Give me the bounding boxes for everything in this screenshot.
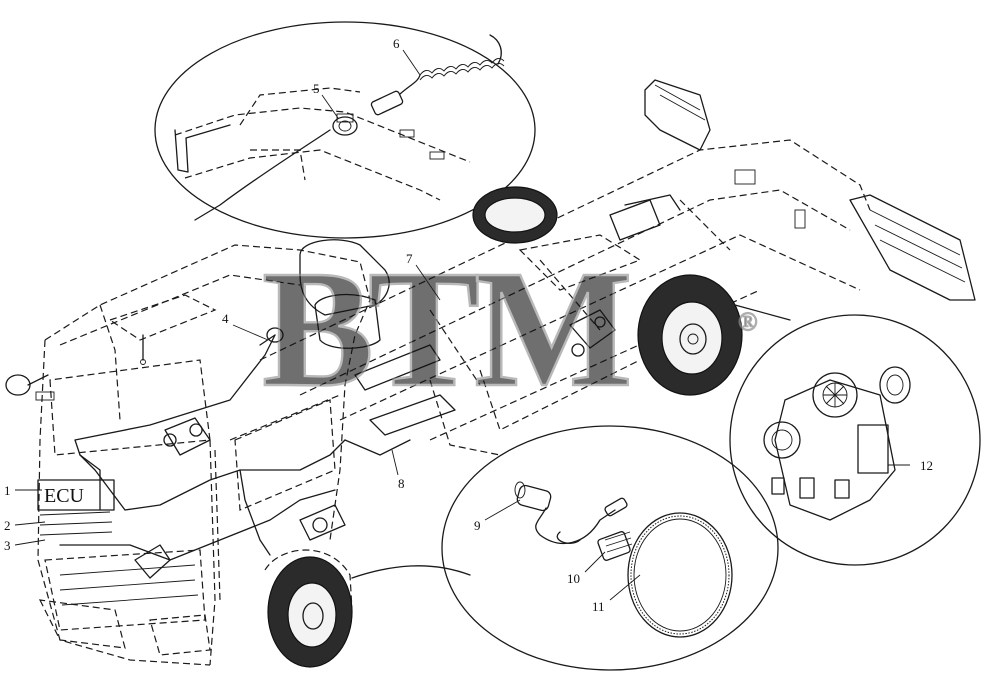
callout-10: 10 bbox=[567, 571, 580, 586]
callout-labels: 1 2 3 4 5 6 7 8 9 10 11 12 bbox=[4, 36, 933, 614]
callout-2: 2 bbox=[4, 518, 11, 533]
leader-lines bbox=[14, 49, 910, 601]
btm-watermark: BTM ® bbox=[261, 235, 759, 423]
lower-detail-ellipse bbox=[351, 425, 779, 671]
callout-8: 8 bbox=[398, 476, 405, 491]
callout-9: 9 bbox=[474, 518, 481, 533]
callout-1: 1 bbox=[4, 483, 11, 498]
sensor-connector-5 bbox=[332, 113, 358, 136]
right-detail-circle bbox=[729, 304, 981, 566]
callout-12: 12 bbox=[920, 458, 933, 473]
tone-ring-11 bbox=[627, 512, 733, 638]
watermark-text: BTM bbox=[262, 236, 628, 422]
ecu-label: ECU bbox=[44, 485, 85, 507]
truck-cab bbox=[5, 244, 371, 666]
wiring-harness bbox=[59, 327, 411, 579]
front-wheel bbox=[267, 556, 353, 668]
top-detail-ellipse bbox=[154, 21, 536, 239]
rear-wheel-main bbox=[637, 274, 743, 396]
registered-mark: ® bbox=[738, 307, 758, 336]
wheel-speed-sensor-9 bbox=[514, 481, 628, 544]
rear-wheel-upper bbox=[472, 186, 558, 244]
callout-11: 11 bbox=[592, 599, 605, 614]
sensor-sleeve-10 bbox=[597, 531, 633, 561]
ecu-module: ECU bbox=[37, 479, 115, 536]
callout-5: 5 bbox=[313, 81, 320, 96]
callout-3: 3 bbox=[4, 538, 11, 553]
abs-modulator-valve-12 bbox=[763, 366, 911, 521]
callout-7: 7 bbox=[406, 251, 413, 266]
callout-4: 4 bbox=[222, 311, 229, 326]
coiled-cable-6 bbox=[370, 34, 505, 116]
callout-6: 6 bbox=[393, 36, 400, 51]
